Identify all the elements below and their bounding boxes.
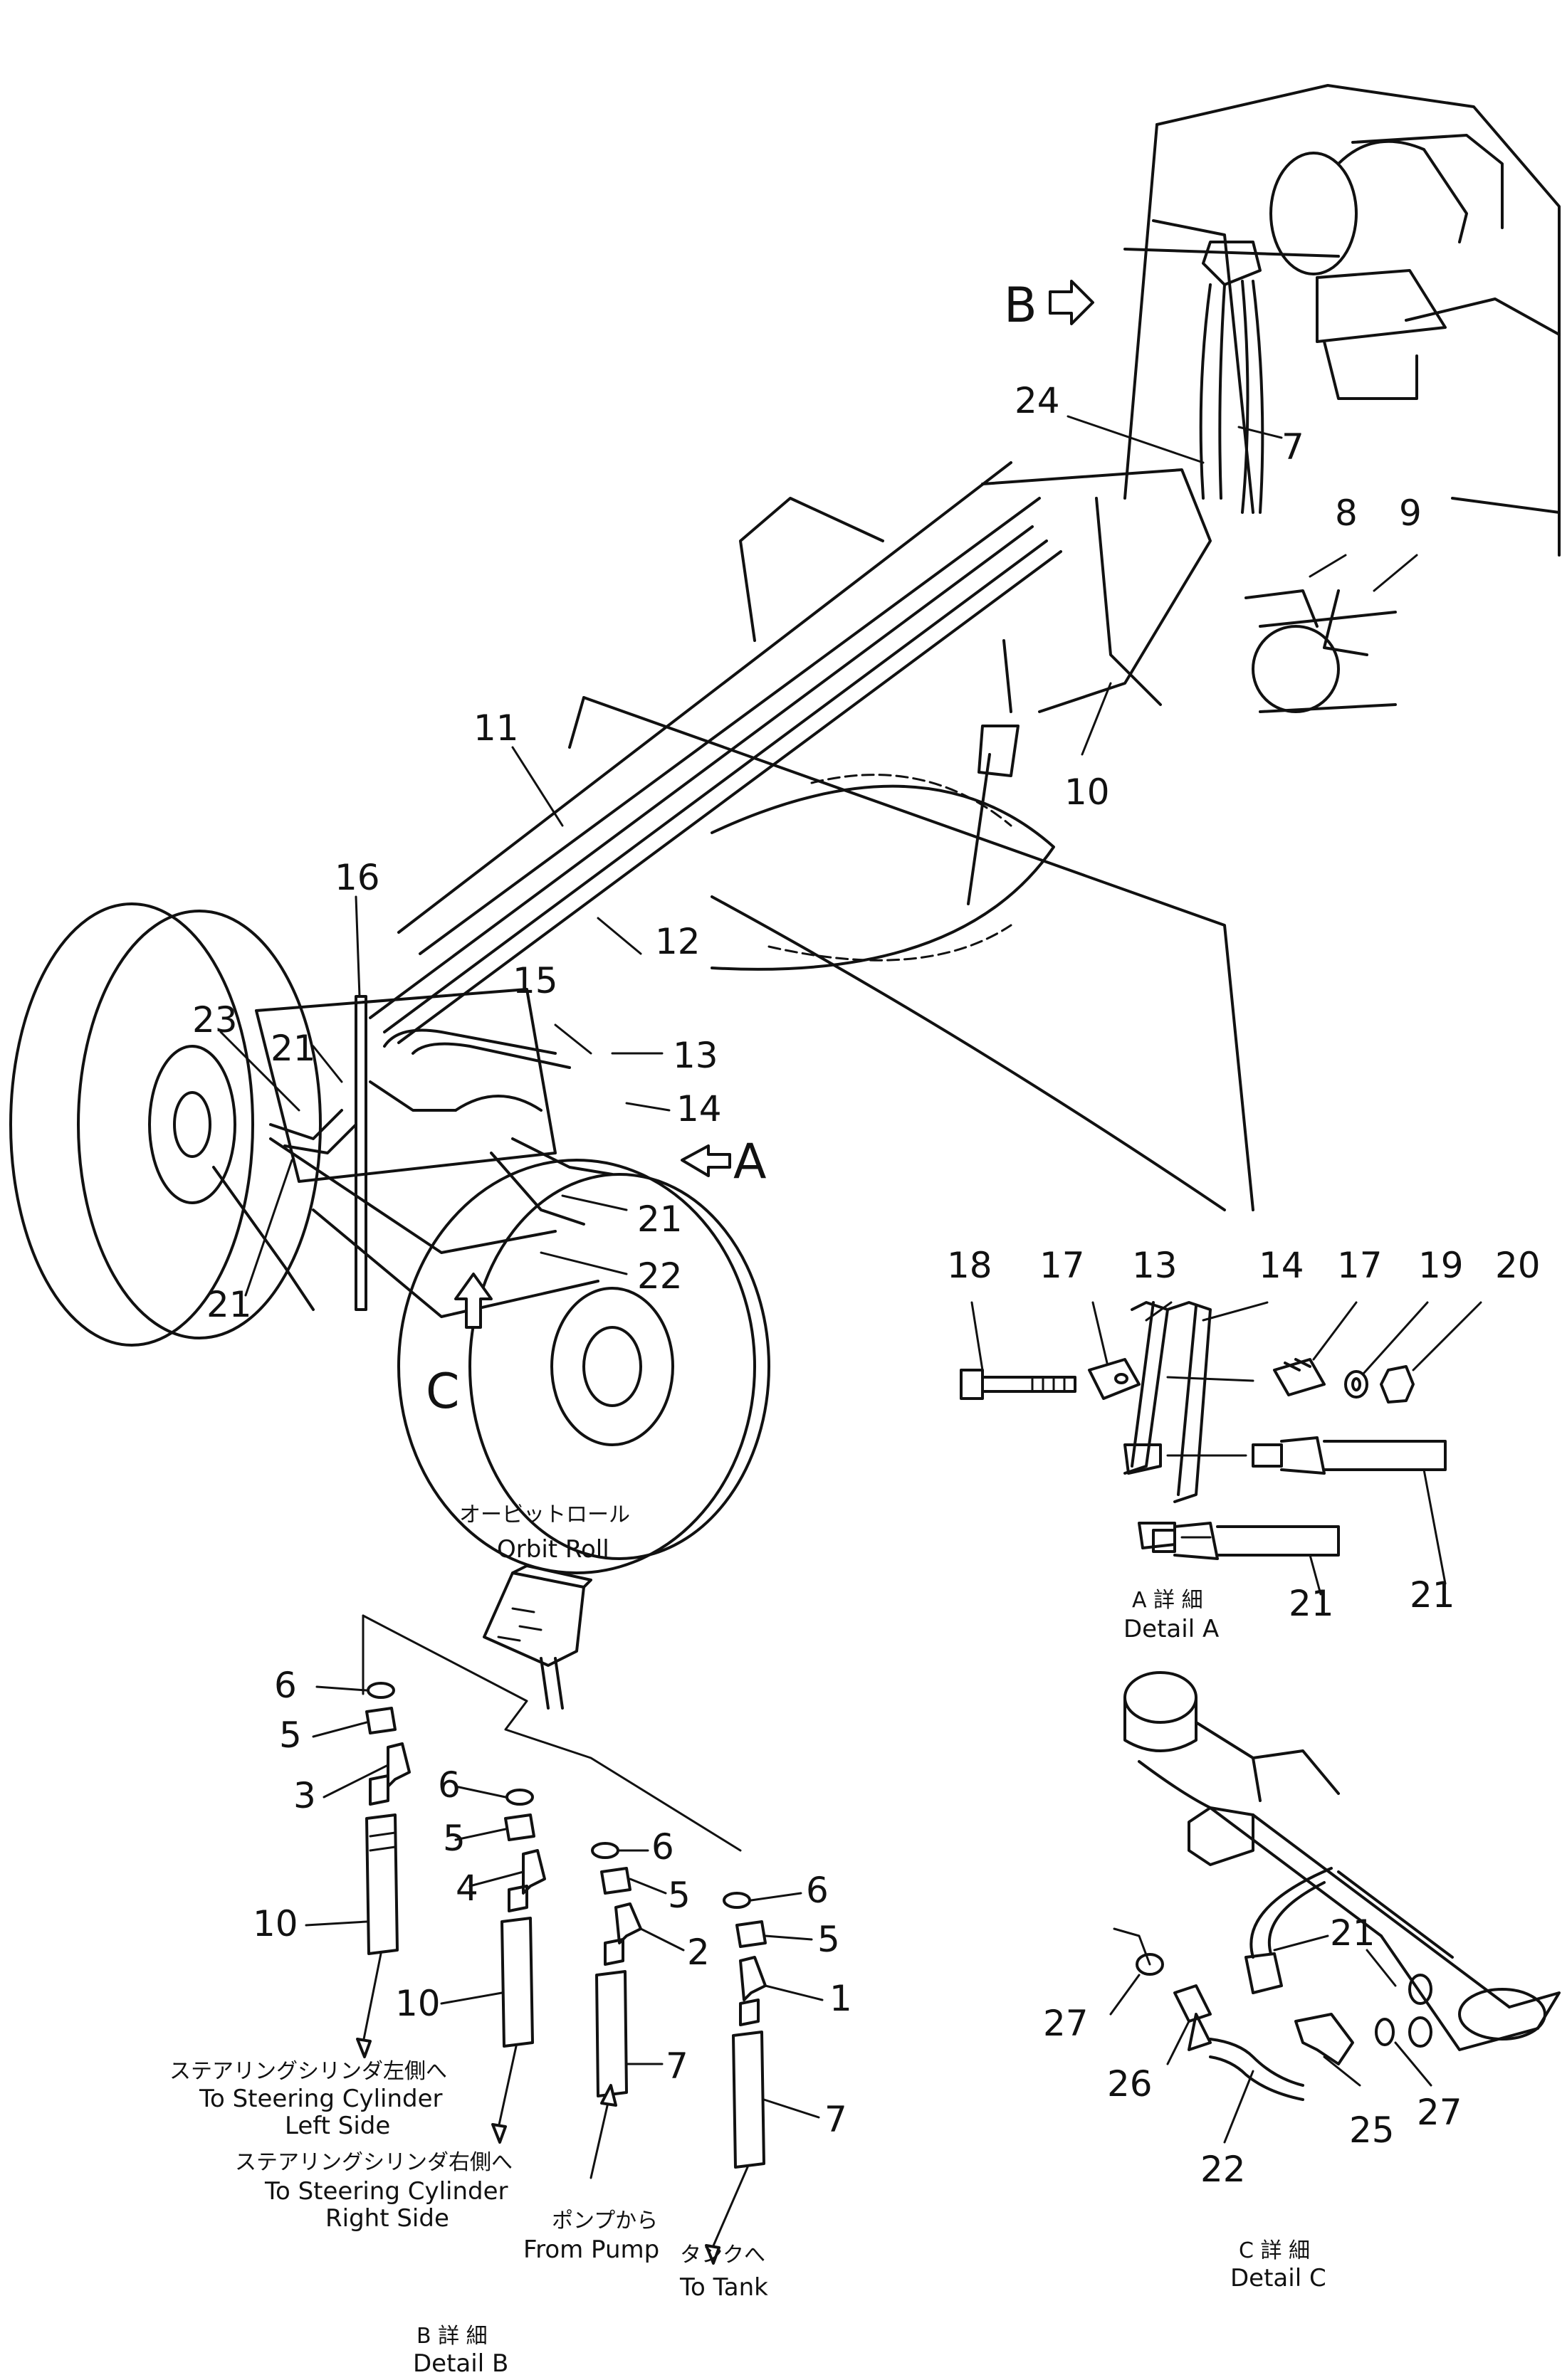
detail-c-title-en: Detail C bbox=[1230, 2264, 1326, 2292]
callout-10: 10 bbox=[395, 1983, 441, 2024]
callout-1: 1 bbox=[829, 1978, 852, 2019]
callout-9: 9 bbox=[1399, 493, 1422, 534]
callout-24: 24 bbox=[1015, 380, 1060, 421]
steer-right-label-jp: ステアリングシリンダ右側へ bbox=[235, 2150, 513, 2175]
detail-b-callouts: 6 5 3 10 6 5 4 10 6 5 2 7 6 5 1 7 ステアリング… bbox=[169, 1665, 852, 2378]
callout-26: 26 bbox=[1107, 2063, 1153, 2105]
callout-21: 21 bbox=[1289, 1583, 1334, 1624]
callout-19: 19 bbox=[1418, 1245, 1464, 1286]
callout-7: 7 bbox=[824, 2099, 847, 2140]
callout-21: 21 bbox=[637, 1199, 683, 1240]
main-assembly-drawing bbox=[9, 84, 1561, 1574]
detail-a-drawing bbox=[960, 1301, 1482, 1596]
callout-10: 10 bbox=[1064, 772, 1110, 813]
callout-21: 21 bbox=[206, 1284, 252, 1325]
callout-17: 17 bbox=[1337, 1245, 1383, 1286]
to-tank-label-jp: タンクへ bbox=[680, 2243, 765, 2268]
callout-14: 14 bbox=[676, 1088, 722, 1130]
from-pump-label-en: From Pump bbox=[523, 2236, 659, 2264]
detail-b-title-en: Detail B bbox=[413, 2349, 508, 2376]
callout-7: 7 bbox=[666, 2045, 688, 2087]
callout-17: 17 bbox=[1039, 1245, 1085, 1286]
callout-22: 22 bbox=[1200, 2149, 1246, 2190]
callout-3: 3 bbox=[293, 1775, 316, 1816]
detail-a-callouts: 18 17 13 14 17 19 20 21 21 A 詳 細 Detail … bbox=[947, 1245, 1541, 1643]
callout-11: 11 bbox=[473, 707, 519, 749]
callout-14: 14 bbox=[1259, 1245, 1304, 1286]
callout-22: 22 bbox=[637, 1255, 683, 1297]
steer-left-label-jp: ステアリングシリンダ左側へ bbox=[169, 2059, 447, 2084]
callout-13: 13 bbox=[1132, 1245, 1178, 1286]
view-letter-b: B bbox=[1004, 278, 1037, 334]
callout-21: 21 bbox=[1410, 1574, 1455, 1616]
callout-20: 20 bbox=[1495, 1245, 1541, 1286]
callout-6: 6 bbox=[274, 1665, 297, 1706]
callout-23: 23 bbox=[192, 999, 238, 1041]
detail-b-title-jp: B 詳 細 bbox=[416, 2324, 488, 2349]
callout-27: 27 bbox=[1417, 2092, 1462, 2133]
detail-c-title-jp: C 詳 細 bbox=[1239, 2238, 1310, 2263]
callout-25: 25 bbox=[1349, 2110, 1395, 2151]
detail-a-title-jp: A 詳 細 bbox=[1132, 1588, 1203, 1613]
callout-10: 10 bbox=[253, 1903, 298, 1944]
callout-5: 5 bbox=[279, 1715, 302, 1756]
steer-left-label-en2: Left Side bbox=[285, 2112, 390, 2140]
callout-18: 18 bbox=[947, 1245, 992, 1286]
main-callouts: 7 8 9 10 11 12 13 14 15 16 21 21 21 22 2… bbox=[192, 380, 1422, 1325]
orbit-roll-label-en: Orbit Roll bbox=[497, 1535, 609, 1564]
orbit-roll-label-jp: オービットロール bbox=[459, 1502, 630, 1527]
callout-13: 13 bbox=[673, 1035, 718, 1076]
callout-6: 6 bbox=[651, 1826, 674, 1868]
callout-27: 27 bbox=[1043, 2003, 1089, 2044]
callout-21: 21 bbox=[1330, 1912, 1375, 1954]
detail-c-callouts: 21 27 26 25 27 22 C 詳 細 Detail C bbox=[1043, 1912, 1462, 2292]
callout-2: 2 bbox=[687, 1932, 710, 1973]
view-letter-a: A bbox=[733, 1134, 767, 1190]
detail-b-drawing: オービットロール Orbit Roll bbox=[305, 1502, 824, 2265]
steer-right-label-en1: To Steering Cylinder bbox=[264, 2177, 508, 2206]
callout-6: 6 bbox=[806, 1870, 829, 1911]
callout-4: 4 bbox=[456, 1868, 478, 1909]
callout-21: 21 bbox=[271, 1028, 316, 1069]
view-letter-c: C bbox=[426, 1364, 459, 1420]
callout-5: 5 bbox=[443, 1818, 466, 1859]
callout-5: 5 bbox=[817, 1919, 840, 1960]
callout-16: 16 bbox=[335, 857, 380, 898]
detail-a-title-en: Detail A bbox=[1123, 1615, 1219, 1643]
steer-right-label-en2: Right Side bbox=[325, 2204, 449, 2233]
main-leaders bbox=[219, 415, 1418, 1297]
callout-15: 15 bbox=[513, 960, 558, 1001]
view-arrow-a: A bbox=[681, 1134, 767, 1190]
to-tank-label-en: To Tank bbox=[679, 2273, 768, 2302]
callout-12: 12 bbox=[655, 921, 701, 962]
view-arrow-b: B bbox=[1004, 278, 1094, 334]
callout-6: 6 bbox=[438, 1764, 461, 1806]
callout-7: 7 bbox=[1282, 426, 1304, 468]
from-pump-label-jp: ポンプから bbox=[552, 2208, 658, 2233]
steer-left-label-en1: To Steering Cylinder bbox=[199, 2085, 443, 2113]
callout-8: 8 bbox=[1335, 493, 1358, 534]
view-arrow-c: C bbox=[426, 1273, 493, 1420]
callout-5: 5 bbox=[668, 1875, 691, 1916]
detail-c-drawing bbox=[1109, 1671, 1561, 2144]
